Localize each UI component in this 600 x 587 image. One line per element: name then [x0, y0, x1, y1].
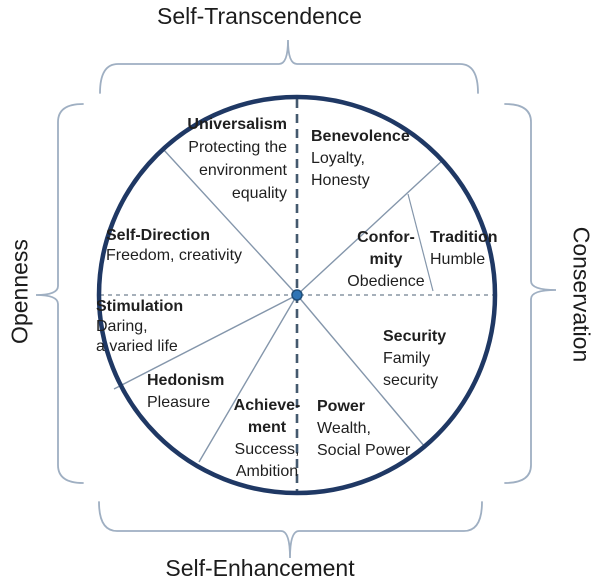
value-circle: [96, 94, 498, 496]
sector-name: Achieve- ment: [233, 397, 301, 436]
brace-top: [99, 39, 479, 94]
sector-power: Power Wealth, Social Power: [317, 396, 410, 462]
boundary-universalism-selfdirection: [162, 148, 298, 296]
dimension-label-self-enhancement: Self-Enhancement: [165, 555, 355, 581]
sector-stimulation: Stimulation Daring, a varied life: [96, 297, 183, 357]
sector-self-direction: Self-Direction Freedom, creativity: [106, 226, 242, 266]
sector-desc: Pleasure: [147, 394, 211, 411]
boundary-hedonism-stimulation: [113, 294, 298, 390]
sector-name: Confor- mity: [357, 229, 415, 268]
brace-right: [504, 103, 557, 484]
dimension-label-openness: Openness: [6, 239, 33, 344]
sector-desc: Obedience: [347, 273, 425, 290]
center-dot: [291, 289, 303, 301]
sector-name: Tradition: [430, 229, 498, 246]
sector-desc: Family security: [383, 350, 439, 389]
sector-desc: Loyalty, Honesty: [311, 150, 370, 189]
dimension-label-self-transcendence: Self-Transcendence: [157, 3, 362, 29]
sector-name: Benevolence: [311, 128, 410, 145]
sector-conformity: Confor- mity Obedience: [340, 227, 432, 293]
sector-desc: Wealth, Social Power: [317, 420, 411, 459]
sector-security: Security Family security: [383, 326, 446, 392]
sector-hedonism: Hedonism Pleasure: [147, 370, 224, 414]
sector-name: Hedonism: [147, 372, 225, 389]
sector-name: Universalism: [187, 116, 287, 133]
sector-name: Stimulation: [96, 298, 184, 315]
boundary-conformity-tradition: [407, 193, 434, 292]
sector-desc: Daring, a varied life: [96, 318, 178, 355]
sector-name: Security: [383, 328, 447, 345]
sector-desc: Success, Ambition: [234, 441, 300, 480]
sector-desc: Protecting the environment equality: [188, 139, 287, 202]
brace-left: [35, 103, 84, 484]
sector-name: Power: [317, 398, 366, 415]
brace-bottom: [98, 501, 483, 559]
sector-desc: Freedom, creativity: [106, 247, 243, 264]
sector-universalism: Universalism Protecting the environment …: [187, 113, 287, 205]
boundary-achievement-hedonism: [198, 294, 298, 463]
sector-benevolence: Benevolence Loyalty, Honesty: [311, 126, 410, 192]
boundary-security-power: [296, 294, 426, 448]
sector-tradition: Tradition Humble: [430, 227, 498, 271]
sector-name: Self-Direction: [106, 227, 211, 244]
boundary-benevolence-conformity: [296, 159, 444, 296]
sector-achievement: Achieve- ment Success, Ambition: [217, 395, 317, 483]
dimension-label-conservation: Conservation: [568, 226, 595, 363]
sector-desc: Humble: [430, 251, 486, 268]
